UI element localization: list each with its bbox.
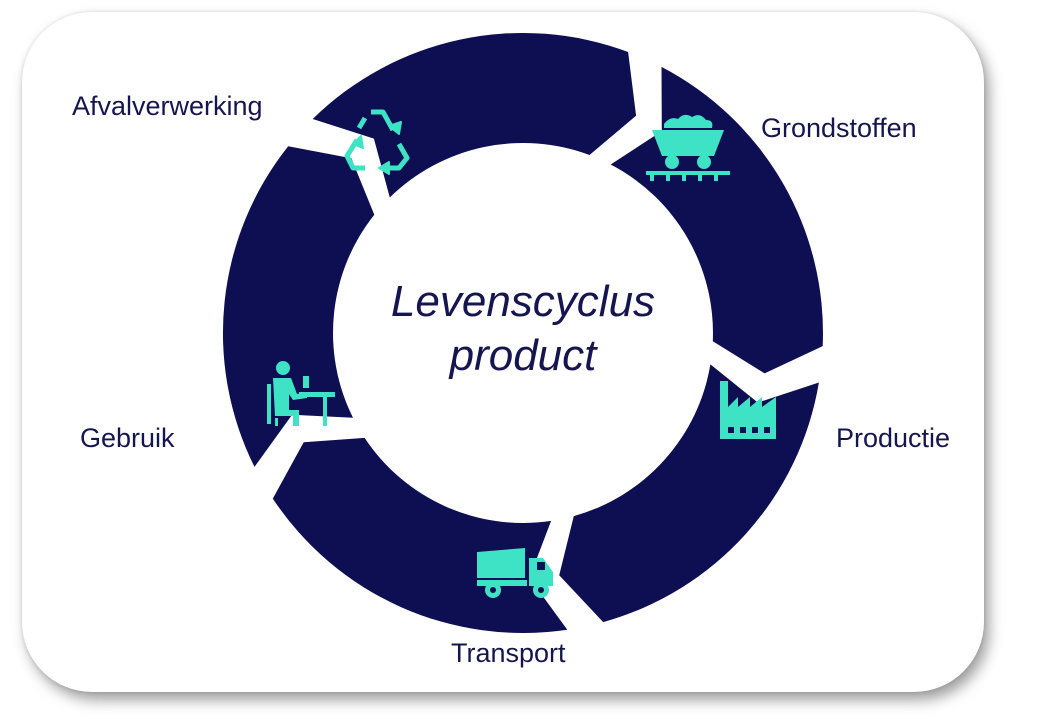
factory-icon: [720, 381, 776, 439]
icon-layer: [267, 109, 776, 598]
ring-segment-afvalverwerking: [312, 32, 637, 198]
person-at-desk-icon: [267, 361, 335, 426]
center-title: Levenscyclus product: [353, 275, 693, 383]
center-title-line1: Levenscyclus: [390, 277, 656, 326]
stage-label-gebruik: Gebruik: [80, 423, 175, 453]
stage-label-productie: Productie: [836, 423, 951, 453]
recycle-icon: [344, 109, 410, 175]
stage-label-grondstoffen: Grondstoffen: [761, 113, 917, 143]
center-title-line2: product: [449, 331, 597, 380]
stage-label-transport: Transport: [451, 638, 566, 668]
ring-segment-gebruik: [222, 146, 375, 467]
ring-segment-productie: [559, 364, 819, 623]
dump-truck-icon: [477, 548, 553, 598]
mine-cart-icon: [646, 114, 730, 181]
stage-label-afvalverwerking: Afvalverwerking: [72, 91, 263, 121]
ring-segment-transport: [272, 437, 568, 633]
